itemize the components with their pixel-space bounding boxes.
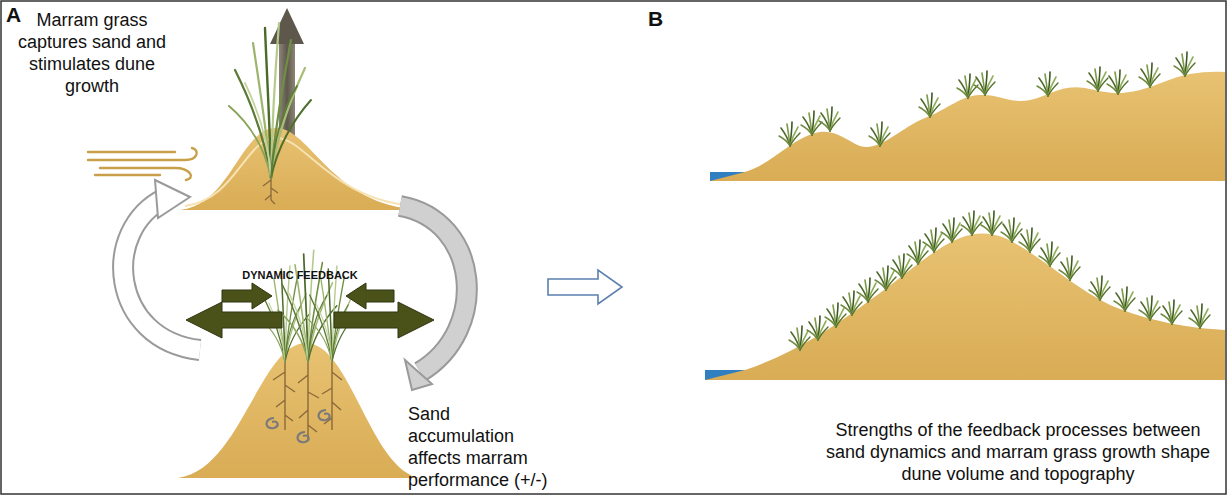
feedback-title: DYNAMIC FEEDBACK — [205, 269, 395, 282]
caption-text: Sand accumulation affects marram perform… — [408, 404, 558, 492]
caption-text: Marram grass captures sand and stimulate… — [2, 10, 182, 98]
panel-letter: A — [6, 2, 36, 28]
panel-letter: B — [648, 6, 678, 32]
caption-text: Strengths of the feedback processes betw… — [814, 420, 1222, 486]
